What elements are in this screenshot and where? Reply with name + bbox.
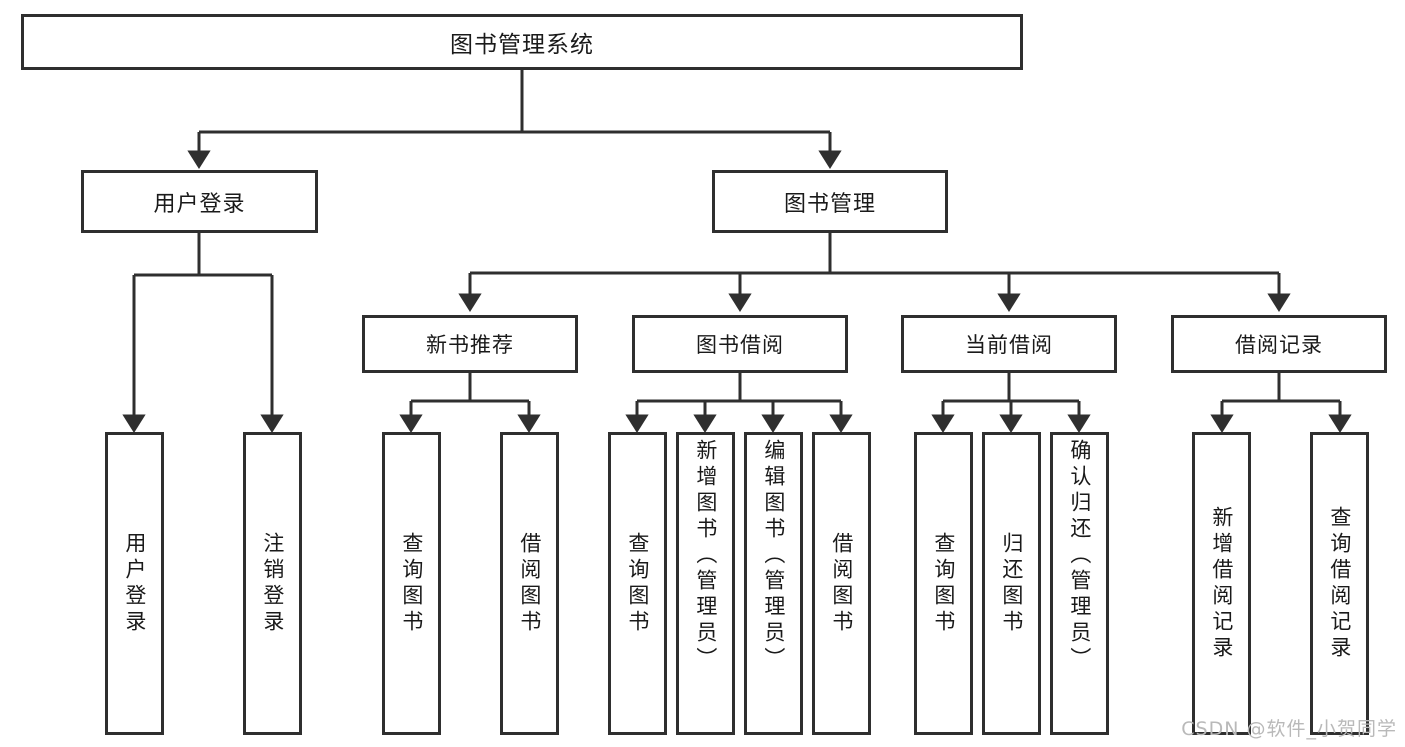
csdn-watermark: CSDN @软件_小贺同学 (1181, 718, 1397, 740)
node-label: 编辑图书（管理员） (761, 439, 786, 673)
node-label: 归还图书 (999, 531, 1024, 636)
node-label: 查询图书 (399, 531, 424, 636)
node-label: 用户登录 (153, 191, 246, 217)
node-label: 图书借阅 (696, 333, 784, 357)
leaf-current-borrow-return[interactable]: 归还图书 (982, 432, 1041, 735)
leaf-borrow-record-add[interactable]: 新增借阅记录 (1192, 432, 1251, 735)
node-label: 查询图书 (625, 531, 650, 636)
leaf-current-borrow-confirm-return[interactable]: 确认归还（管理员） (1050, 432, 1109, 735)
node-root-system[interactable]: 图书管理系统 (21, 14, 1023, 70)
node-label: 图书管理 (783, 191, 876, 217)
node-borrow-record[interactable]: 借阅记录 (1171, 315, 1387, 373)
node-label: 当前借阅 (965, 333, 1053, 357)
node-new-book-recommend[interactable]: 新书推荐 (362, 315, 578, 373)
node-label: 新增借阅记录 (1209, 505, 1234, 662)
leaf-book-borrow-borrow[interactable]: 借阅图书 (812, 432, 871, 735)
node-label: 借阅图书 (829, 531, 854, 636)
node-label: 确认归还（管理员） (1067, 439, 1092, 673)
node-label: 新书推荐 (426, 333, 514, 357)
node-label: 新增图书（管理员） (693, 439, 718, 673)
leaf-current-borrow-query[interactable]: 查询图书 (914, 432, 973, 735)
leaf-borrow-record-query[interactable]: 查询借阅记录 (1310, 432, 1369, 735)
node-book-manage[interactable]: 图书管理 (712, 170, 948, 233)
leaf-new-book-borrow[interactable]: 借阅图书 (500, 432, 559, 735)
leaf-user-login-login[interactable]: 用户登录 (105, 432, 164, 735)
node-user-login[interactable]: 用户登录 (81, 170, 318, 233)
node-current-borrow[interactable]: 当前借阅 (901, 315, 1117, 373)
node-label: 查询图书 (931, 531, 956, 636)
leaf-book-borrow-query[interactable]: 查询图书 (608, 432, 667, 735)
leaf-user-login-logout[interactable]: 注销登录 (243, 432, 302, 735)
node-label: 查询借阅记录 (1327, 505, 1352, 662)
node-label: 图书管理系统 (450, 32, 594, 58)
node-label: 注销登录 (260, 531, 285, 636)
node-book-borrow[interactable]: 图书借阅 (632, 315, 848, 373)
node-label: 借阅图书 (517, 531, 542, 636)
node-label: 借阅记录 (1235, 333, 1323, 357)
node-label: 用户登录 (122, 531, 147, 636)
leaf-book-borrow-edit[interactable]: 编辑图书（管理员） (744, 432, 803, 735)
leaf-new-book-query[interactable]: 查询图书 (382, 432, 441, 735)
leaf-book-borrow-add[interactable]: 新增图书（管理员） (676, 432, 735, 735)
